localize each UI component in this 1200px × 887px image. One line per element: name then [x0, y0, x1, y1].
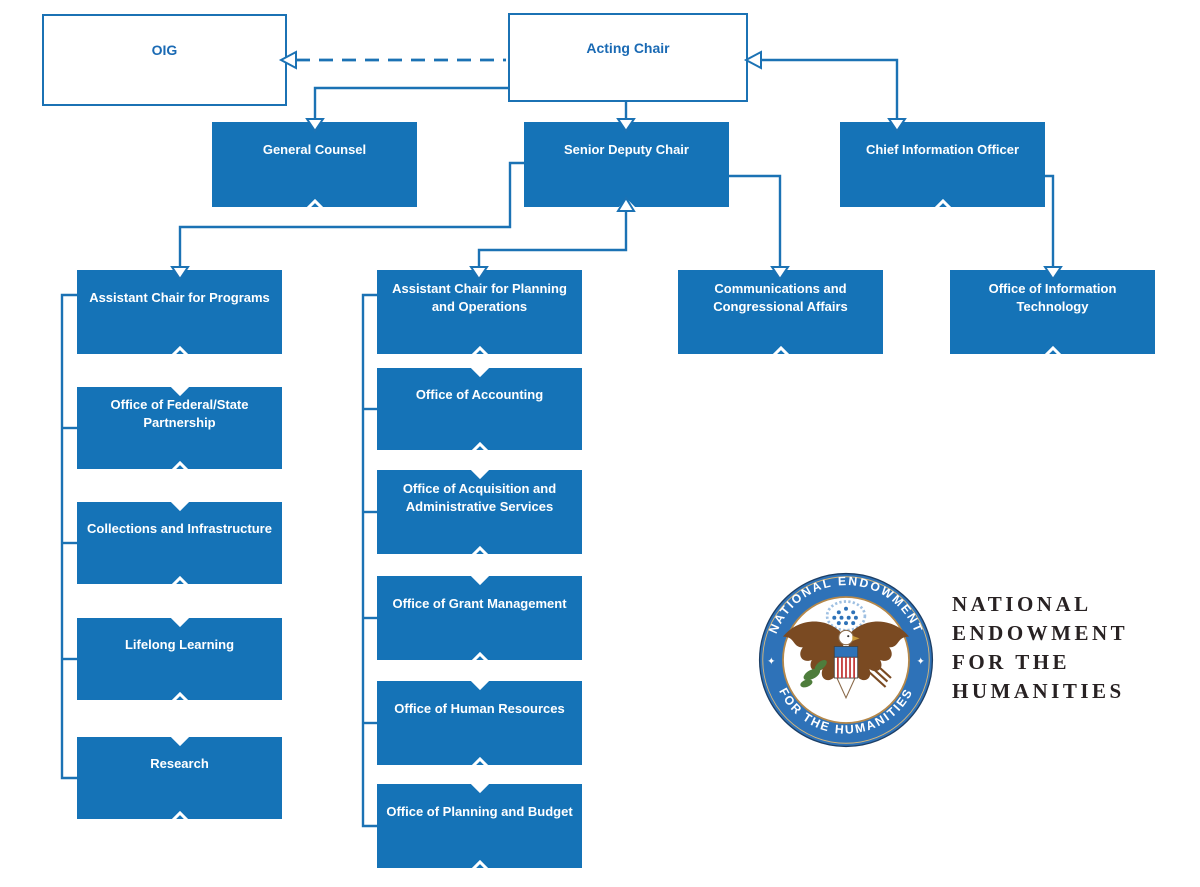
org-node-label: OIG [151, 42, 178, 59]
org-node-label: Communications and Congressional Affairs [713, 280, 848, 314]
connector-senior-deputy-chair-to-communications-and-congressional-affairs [729, 174, 790, 281]
org-node-senior-deputy-chair: Senior Deputy Chair [524, 122, 729, 207]
org-node-label: Office of Information Technology [988, 280, 1117, 314]
wordmark-line: HUMANITIES [952, 679, 1125, 703]
org-node-research: Research [77, 737, 282, 819]
connector-acting-chair-to-cio [743, 50, 907, 133]
org-node-communications-and-congressional-affairs: Communications and Congressional Affairs [678, 270, 883, 354]
org-node-office-of-accounting: Office of Accounting [377, 368, 582, 450]
seal-star-left-icon: ✦ [767, 657, 775, 668]
org-node-collections-and-infrastructure: Collections and Infrastructure [77, 502, 282, 584]
org-node-assistant-chair-for-programs: Assistant Chair for Programs [77, 270, 282, 354]
seal-eagle-emblem [783, 600, 909, 700]
org-node-office-of-information-technology: Office of Information Technology [950, 270, 1155, 354]
wordmark-line: NATIONAL [952, 592, 1092, 616]
org-node-label: Research [150, 755, 209, 771]
wordmark-line: ENDOWMENT [952, 621, 1129, 645]
neh-wordmark: NATIONAL ENDOWMENT FOR THE HUMANITIES [952, 590, 1128, 706]
org-node-assistant-chair-for-planning-and-operations: Assistant Chair for Planning and Operati… [377, 270, 582, 354]
org-node-label: Assistant Chair for Programs [89, 289, 270, 305]
org-node-label: General Counsel [262, 142, 367, 158]
bracket-assistant-chair-for-programs-children [60, 293, 77, 780]
org-node-label: Assistant Chair for Planning and Operati… [392, 280, 567, 314]
org-node-label: Office of Acquisition and Administrative… [402, 480, 557, 514]
org-node-chief-information-officer: Chief Information Officer [840, 122, 1045, 207]
org-node-office-of-acquisition-and-administrative-services: Office of Acquisition and Administrative… [377, 470, 582, 554]
seal-olive-branch [800, 660, 827, 688]
bracket-assistant-chair-for-planning-children [361, 293, 377, 828]
seal-arrows [865, 659, 892, 688]
connector-senior-deputy-chair-to-assistant-chair-for-planning-and-operations [469, 196, 636, 281]
org-node-oig: OIG [42, 14, 287, 106]
wordmark-line: FOR THE [952, 650, 1071, 674]
seal-star-right-icon: ✦ [917, 657, 925, 668]
org-node-label: Office of Grant Management [392, 595, 567, 611]
org-node-lifelong-learning: Lifelong Learning [77, 618, 282, 700]
org-node-label: Chief Information Officer [865, 142, 1020, 158]
org-node-label: Office of Federal/State Partnership [110, 396, 249, 430]
org-node-office-of-planning-and-budget: Office of Planning and Budget [377, 784, 582, 868]
org-node-label: Office of Accounting [415, 386, 544, 402]
neh-seal: NATIONAL ENDOWMENT FOR THE HUMANITIES ✦ … [758, 572, 934, 748]
org-node-office-of-federal-state-partnership: Office of Federal/State Partnership [77, 387, 282, 469]
org-node-label: Senior Deputy Chair [564, 142, 689, 158]
connector-cio-to-office-of-information-technology [1043, 174, 1063, 281]
org-node-label: Office of Human Resources [394, 700, 565, 716]
org-node-label: Acting Chair [586, 39, 670, 56]
org-node-office-of-grant-management: Office of Grant Management [377, 576, 582, 660]
org-node-general-counsel: General Counsel [212, 122, 417, 207]
org-node-label: Collections and Infrastructure [87, 520, 272, 536]
org-node-office-of-human-resources: Office of Human Resources [377, 681, 582, 765]
connector-acting-chair-to-oig-dashed [278, 50, 506, 70]
org-node-acting-chair: Acting Chair [508, 13, 748, 102]
org-node-label: Lifelong Learning [124, 636, 235, 652]
org-node-label: Office of Planning and Budget [386, 803, 573, 819]
